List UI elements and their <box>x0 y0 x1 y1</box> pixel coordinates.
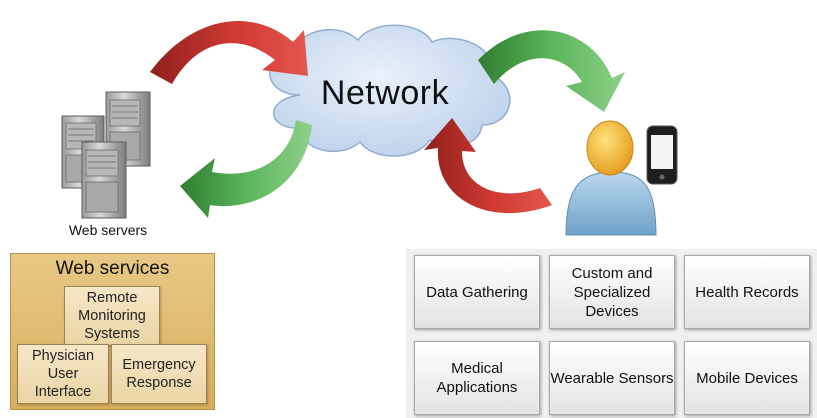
tile-wearable-sensors: Wearable Sensors <box>549 341 675 415</box>
web-servers-label: Web servers <box>68 222 148 238</box>
network-label: Network <box>320 74 450 112</box>
services-grid: Data Gathering Custom and Specialized De… <box>406 249 817 418</box>
arrow-network-to-user <box>478 30 625 113</box>
web-services-title: Web services <box>55 258 170 279</box>
tile-health-records: Health Records <box>684 255 810 329</box>
tile-medical-applications: Medical Applications <box>414 341 540 415</box>
tile-custom-devices: Custom and Specialized Devices <box>549 255 675 329</box>
tile-mobile-devices: Mobile Devices <box>684 341 810 415</box>
tile-data-gathering: Data Gathering <box>414 255 540 329</box>
web-services-panel: Web services Remote Monitoring Systems P… <box>10 253 215 410</box>
web-server-icon <box>61 91 151 219</box>
physician-interface-box: Physician User Interface <box>17 344 109 404</box>
emergency-response-box: Emergency Response <box>111 344 207 404</box>
arrow-network-to-servers <box>180 120 312 218</box>
user-icon <box>565 120 657 236</box>
smartphone-icon <box>646 125 678 185</box>
remote-monitoring-box: Remote Monitoring Systems <box>64 286 160 346</box>
arrow-user-to-network <box>424 118 552 214</box>
arrow-servers-to-network <box>150 20 308 84</box>
